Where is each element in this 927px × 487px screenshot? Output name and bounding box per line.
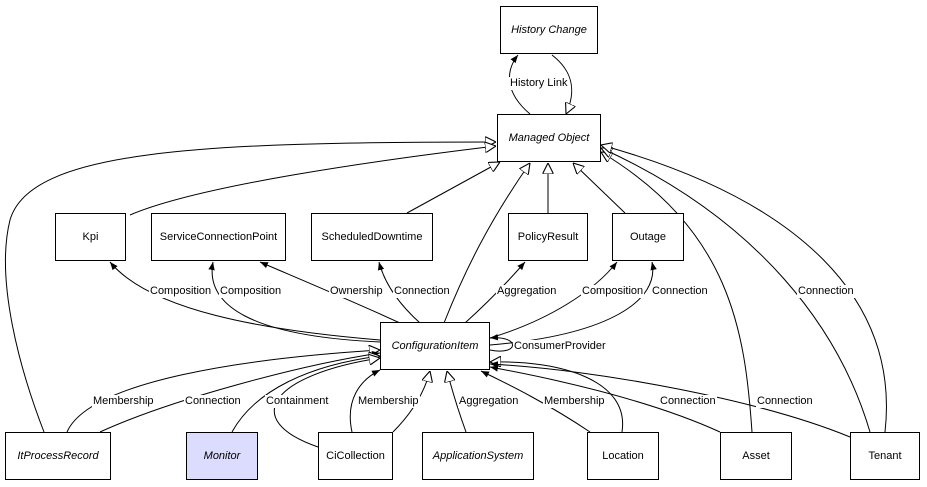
node-scp-label: ServiceConnectionPoint — [159, 231, 278, 243]
edge-label-tenant-connection-2: Connection — [797, 285, 855, 298]
edge-label-itpr-membership: Membership — [92, 395, 155, 408]
edge-asset-managedobject — [601, 152, 753, 433]
node-monitor-label: Monitor — [203, 450, 241, 462]
edge-label-history-link: History Link — [509, 77, 569, 90]
node-asset-label: Asset — [742, 450, 770, 462]
node-history-change[interactable]: History Change — [500, 6, 598, 54]
edge-scheduleddowntime-managedobject — [406, 162, 500, 214]
edge-configurationitem-managedobject — [443, 163, 530, 324]
node-kpi[interactable]: Kpi — [55, 213, 126, 261]
node-tenant[interactable]: Tenant — [850, 432, 920, 480]
edge-label-consumer-provider: ConsumerProvider — [513, 340, 607, 353]
edge-label-monitor-containment: Containment — [265, 395, 330, 408]
edge-history-change-inherit — [551, 54, 572, 114]
edge-ci-selfloop — [489, 334, 513, 352]
edge-label-loc-membership: Membership — [543, 395, 606, 408]
edge-tenant-ci-connection — [489, 361, 851, 438]
node-monitor[interactable]: Monitor — [186, 432, 258, 480]
node-history-change-label: History Change — [511, 24, 587, 36]
node-scheduled-downtime[interactable]: ScheduledDowntime — [311, 213, 433, 261]
edge-itpr-ci-membership — [66, 350, 380, 433]
edge-tenant-managedobject-2 — [601, 145, 887, 433]
node-application-system-label: ApplicationSystem — [432, 450, 524, 462]
edge-label-outage-composition: Composition — [581, 285, 645, 298]
node-location[interactable]: Location — [587, 432, 659, 480]
edge-outage-managedobject — [573, 163, 626, 214]
edge-label-sd-ownership: Ownership — [329, 285, 384, 298]
node-it-process-record[interactable]: ItProcessRecord — [5, 432, 111, 480]
node-outage-label: Outage — [629, 231, 667, 243]
node-scheduled-downtime-label: ScheduledDowntime — [321, 231, 423, 243]
node-ci-collection[interactable]: CiCollection — [318, 432, 393, 480]
edge-label-scp-composition: Composition — [219, 285, 283, 298]
edge-label-tenant-connection-1: Connection — [756, 395, 814, 408]
edge-location-ci-inherit — [490, 362, 624, 433]
edge-label-asset-connection: Connection — [659, 395, 717, 408]
edge-tenant-managedobject-1 — [601, 148, 871, 433]
edge-ci-outage-composition — [489, 261, 618, 339]
node-policy-result[interactable]: PolicyResult — [508, 213, 588, 261]
edge-asset-ci-connection — [489, 365, 721, 433]
node-managed-object[interactable]: Managed Object — [497, 114, 601, 162]
edge-location-ci-membership — [480, 370, 591, 433]
edge-label-pr-aggregation: Aggregation — [496, 285, 558, 298]
node-kpi-label: Kpi — [82, 231, 99, 243]
edge-label-cic-membership: Membership — [357, 395, 420, 408]
edge-label-sd-connection: Connection — [393, 285, 451, 298]
node-tenant-label: Tenant — [868, 450, 902, 462]
edge-ci-scp — [208, 261, 381, 343]
edge-ci-policyresult — [464, 261, 526, 324]
edge-ci-scp-ownership — [259, 261, 401, 324]
node-service-connection-point[interactable]: ServiceConnectionPoint — [151, 213, 286, 261]
node-it-process-record-label: ItProcessRecord — [17, 450, 99, 462]
edge-cicollection-ci-membership — [349, 369, 381, 433]
edge-label-outage-connection: Connection — [651, 285, 709, 298]
edge-label-itpr-connection: Connection — [184, 395, 242, 408]
edge-label-kpi-composition: Composition — [149, 285, 213, 298]
edge-applicationsystem-ci — [447, 371, 467, 433]
node-configuration-item-label: ConfigurationItem — [391, 340, 479, 352]
node-managed-object-label: Managed Object — [508, 132, 590, 144]
edge-itpr-ci-connection — [99, 351, 381, 433]
node-policy-result-label: PolicyResult — [517, 231, 579, 243]
node-asset[interactable]: Asset — [720, 432, 792, 480]
edge-label-as-aggregation: Aggregation — [458, 395, 520, 408]
edge-monitor-ci — [231, 356, 380, 433]
node-application-system[interactable]: ApplicationSystem — [422, 432, 534, 480]
node-configuration-item[interactable]: ConfigurationItem — [380, 322, 490, 370]
edge-kpi-managedobject — [129, 146, 496, 216]
edge-ci-kpi — [109, 261, 381, 341]
edge-itprocessrecord-managedobject — [4, 142, 496, 433]
node-outage[interactable]: Outage — [612, 213, 684, 261]
node-location-label: Location — [602, 450, 644, 462]
node-ci-collection-label: CiCollection — [326, 450, 385, 462]
